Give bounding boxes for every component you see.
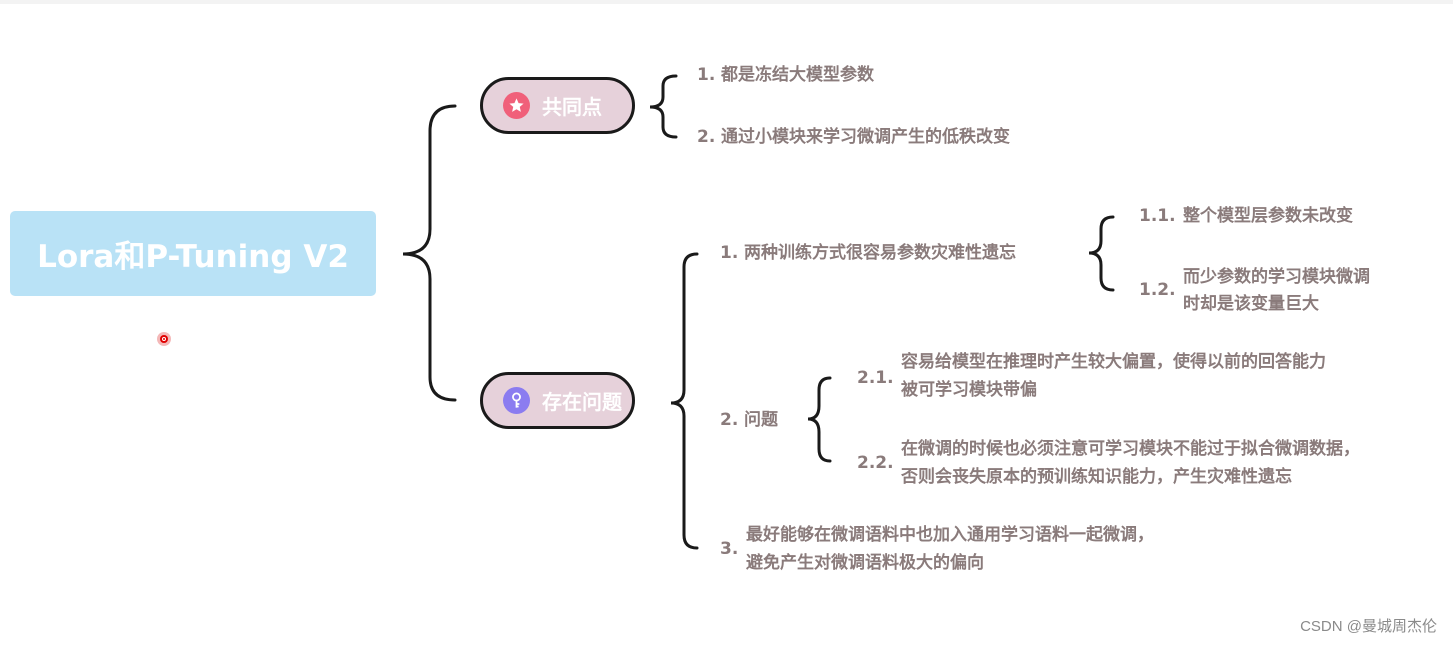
- common-item-1-num: 1.: [697, 65, 716, 85]
- item-1-1-text[interactable]: 整个模型层参数未改变: [1183, 206, 1353, 226]
- issues-item-1-num: 1.: [720, 243, 739, 263]
- root-brace: [402, 104, 457, 402]
- top-bar: [0, 0, 1453, 4]
- star-icon: [503, 92, 530, 119]
- node-issues-label: 存在问题: [542, 390, 622, 414]
- item2-brace: [807, 376, 832, 463]
- item-2-2-num: 2.2.: [857, 453, 894, 473]
- item-1-2-line-1[interactable]: 而少参数的学习模块微调: [1183, 267, 1370, 287]
- root-node[interactable]: Lora和P-Tuning V2: [10, 211, 376, 296]
- common-brace: [649, 74, 678, 139]
- item-2-1-line-1[interactable]: 容易给模型在推理时产生较大偏置，使得以前的回答能力: [901, 352, 1326, 372]
- common-item-2-text[interactable]: 通过小模块来学习微调产生的低秩改变: [721, 127, 1010, 147]
- issues-item-3-num: 3.: [720, 539, 739, 559]
- key-icon: [503, 387, 530, 414]
- item-1-2-num: 1.2.: [1139, 280, 1176, 300]
- item-1-2-line-2[interactable]: 时却是该变量巨大: [1183, 294, 1319, 314]
- cursor-indicator: [157, 332, 171, 346]
- item-2-2-line-1[interactable]: 在微调的时候也必须注意可学习模块不能过于拟合微调数据，: [901, 439, 1360, 459]
- node-common-label: 共同点: [542, 95, 602, 119]
- common-item-1-text[interactable]: 都是冻结大模型参数: [721, 65, 874, 85]
- item1-brace: [1088, 215, 1115, 292]
- issues-item-2-num: 2.: [720, 410, 739, 430]
- root-title: Lora和P-Tuning V2: [37, 239, 349, 275]
- issues-item-3-line-2[interactable]: 避免产生对微调语料极大的偏向: [746, 553, 984, 573]
- item-1-1-num: 1.1.: [1139, 206, 1176, 226]
- node-common[interactable]: 共同点: [480, 77, 635, 134]
- item-2-1-num: 2.1.: [857, 368, 894, 388]
- issues-item-3-line-1[interactable]: 最好能够在微调语料中也加入通用学习语料一起微调，: [746, 525, 1154, 545]
- issues-item-1-text[interactable]: 两种训练方式很容易参数灾难性遗忘: [744, 243, 1016, 263]
- common-item-2-num: 2.: [697, 127, 716, 147]
- issues-brace: [670, 252, 699, 550]
- issues-item-2-text[interactable]: 问题: [744, 410, 778, 430]
- node-issues[interactable]: 存在问题: [480, 372, 635, 429]
- item-2-2-line-2[interactable]: 否则会丧失原本的预训练知识能力，产生灾难性遗忘: [901, 467, 1292, 487]
- item-2-1-line-2[interactable]: 被可学习模块带偏: [901, 380, 1037, 400]
- watermark: CSDN @曼城周杰伦: [1300, 618, 1437, 635]
